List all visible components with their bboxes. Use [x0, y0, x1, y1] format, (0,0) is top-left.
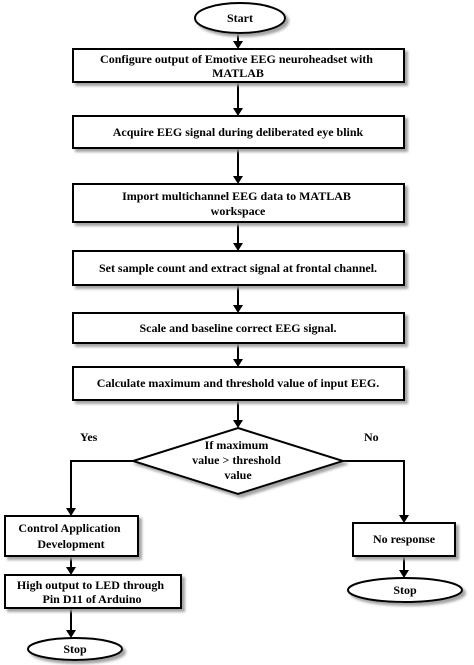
arrowhead-no-response	[399, 515, 409, 523]
step-import-data-label: Import multichannel EEG data to MATLAB w…	[122, 189, 354, 218]
step-control-application-line-1: Control Application	[18, 521, 120, 535]
arrowhead-calculate	[233, 359, 243, 367]
step-no-response: No response	[352, 522, 456, 557]
arrowhead-control	[66, 508, 76, 516]
step-led-output-line-1: High output to LED through	[17, 578, 164, 592]
step-set-sample-count: Set sample count and extract signal at f…	[72, 250, 405, 286]
arrowhead-decision	[233, 420, 243, 428]
terminal-start-label: Start	[227, 11, 253, 25]
decision-threshold-line-2: value > threshold	[192, 453, 281, 467]
arrowhead-stop-left	[66, 630, 76, 638]
step-configure-output-line-1: Configure output of Emotive EEG neurohea…	[100, 52, 373, 66]
terminal-stop-right-label: Stop	[393, 583, 417, 597]
terminal-stop-left-label: Stop	[63, 642, 87, 656]
arrowhead-scale	[233, 305, 243, 313]
terminal-start: Start	[194, 2, 286, 34]
arrowhead-led	[66, 567, 76, 575]
arrowhead-sample	[233, 243, 243, 251]
step-control-application: Control Application Development	[4, 515, 139, 557]
edge-label-no: No	[364, 430, 379, 444]
decision-threshold: If maximum value > threshold value	[129, 426, 347, 496]
decision-threshold-line-1: If maximum	[205, 438, 269, 452]
step-no-response-label: No response	[373, 532, 436, 546]
edge-decision-yes	[70, 460, 133, 508]
arrowhead-stop-right	[399, 570, 409, 578]
step-scale-baseline: Scale and baseline correct EEG signal.	[72, 312, 405, 344]
arrowhead-configure	[233, 41, 243, 49]
flow-edges	[66, 33, 409, 638]
step-configure-output: Configure output of Emotive EEG neurohea…	[72, 48, 405, 83]
step-set-sample-count-label: Set sample count and extract signal at f…	[99, 261, 377, 275]
step-acquire-signal-label: Acquire EEG signal during deliberated ey…	[113, 125, 364, 139]
step-configure-output-line-2: MATLAB	[212, 66, 264, 80]
step-calculate-threshold-label: Calculate maximum and threshold value of…	[97, 376, 379, 390]
arrowhead-acquire	[233, 108, 243, 116]
step-scale-baseline-label: Scale and baseline correct EEG signal.	[139, 321, 336, 335]
step-control-application-label: Control Application Development	[18, 521, 123, 551]
edge-label-yes: Yes	[80, 430, 98, 444]
decision-threshold-label: If maximum value > threshold value	[192, 438, 284, 482]
step-import-data: Import multichannel EEG data to MATLAB w…	[72, 183, 405, 223]
terminal-stop-left: Stop	[27, 637, 123, 661]
decision-threshold-line-3: value	[224, 468, 252, 482]
step-import-data-line-1: Import multichannel EEG data to MATLAB	[122, 189, 351, 203]
arrowhead-import	[233, 176, 243, 184]
terminal-stop-right: Stop	[347, 577, 463, 603]
step-import-data-line-2: workspace	[211, 204, 266, 218]
step-led-output-line-2: Pin D11 of Arduino	[42, 592, 141, 606]
step-led-output-label: High output to LED through Pin D11 of Ar…	[17, 578, 167, 606]
step-calculate-threshold: Calculate maximum and threshold value of…	[72, 366, 405, 401]
step-control-application-line-2: Development	[37, 537, 104, 551]
step-led-output: High output to LED through Pin D11 of Ar…	[4, 574, 182, 609]
edge-decision-no	[343, 460, 405, 515]
step-acquire-signal: Acquire EEG signal during deliberated ey…	[72, 115, 405, 149]
step-configure-output-label: Configure output of Emotive EEG neurohea…	[100, 52, 376, 80]
